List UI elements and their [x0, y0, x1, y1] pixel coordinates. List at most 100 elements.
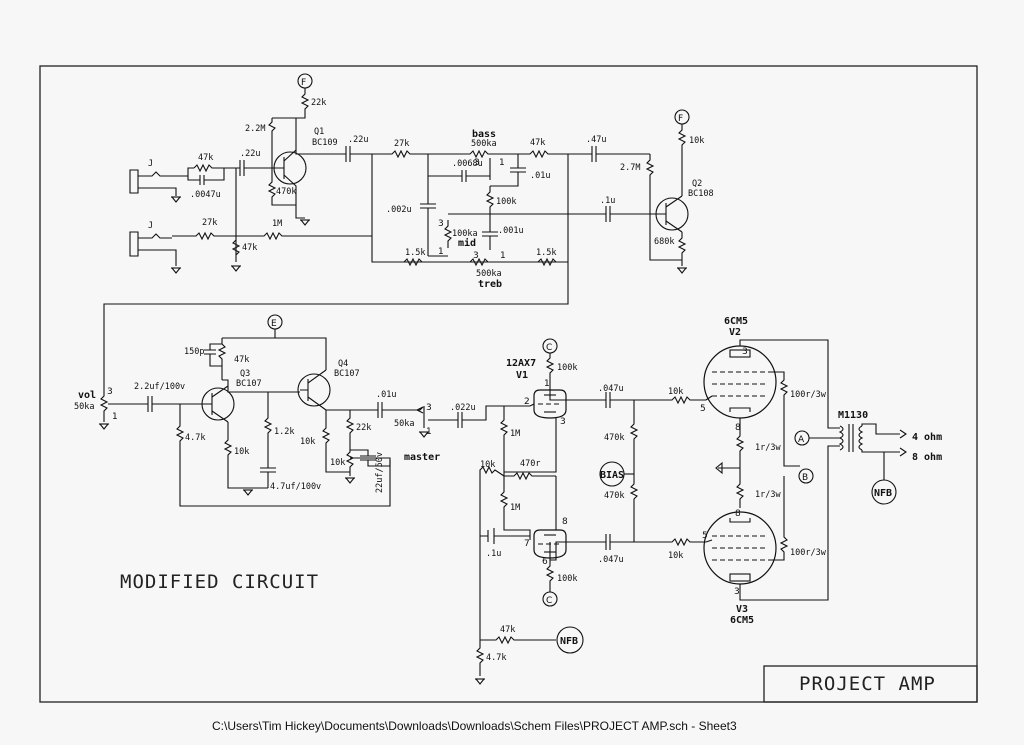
label-c-22u-out: .22u	[348, 135, 368, 145]
transistor-q4[interactable]	[297, 369, 331, 411]
label-c-22uf: 22uf/50v	[375, 452, 385, 493]
vol-pot-value: 50ka	[74, 402, 94, 412]
bass-pin-3: 3	[474, 158, 480, 168]
label-c-22u-in: .22u	[240, 149, 260, 159]
net-node-nfb-out	[871, 479, 897, 505]
ot-name: M1130	[838, 410, 868, 421]
label-r-4-7k-nfb: 4.7k	[486, 653, 506, 663]
title-block-text: PROJECT AMP	[799, 673, 936, 695]
net-bias: BIAS	[600, 470, 624, 481]
mid-pot-value: 100ka	[452, 229, 478, 239]
v3-pin-3: 3	[734, 587, 740, 597]
v1-type: 12AX7	[506, 358, 536, 369]
output-8-ohm: 8 ohm	[912, 452, 942, 463]
v2-pin-8: 8	[735, 423, 741, 433]
net-nfb-in: NFB	[560, 636, 578, 647]
vol-pin-1: 1	[112, 412, 118, 422]
label-r-470k-a: 470k	[604, 433, 624, 443]
label-r-47k-in: 47k	[198, 153, 213, 163]
q1-type: BC109	[312, 138, 338, 148]
label-r-47k-q3: 47k	[234, 355, 249, 365]
label-r-2-2m: 2.2M	[245, 124, 265, 134]
q1-name: Q1	[314, 127, 324, 137]
v1-name: V1	[516, 370, 528, 381]
v1-section: C 100k 12AX7 V1 1 2 3 .047u 1M 10k 470r …	[479, 338, 668, 640]
output-4-ohm: 4 ohm	[912, 432, 942, 443]
label-c-150p: 150p	[184, 347, 204, 357]
tube-v1a[interactable]	[533, 389, 567, 419]
input-jack-1[interactable]	[129, 169, 182, 203]
q3-name: Q3	[240, 369, 250, 379]
v2-name: V2	[729, 327, 741, 338]
mid-pin-1: 1	[438, 247, 444, 257]
label-c-0068u: .0068u	[452, 159, 483, 169]
transistor-q2[interactable]	[655, 195, 689, 233]
label-r-100r-b: 100r/3w	[790, 548, 827, 558]
label-r-100r-a: 100r/3w	[790, 390, 827, 400]
q4-name: Q4	[338, 359, 348, 369]
v3-type: 6CM5	[730, 615, 754, 626]
label-c-001u: .001u	[498, 226, 524, 236]
label-r-27k-top: 27k	[394, 139, 409, 149]
net-node-nfb-in	[556, 626, 584, 654]
label-r-22k-q4: 22k	[356, 423, 371, 433]
label-c-4-7uf: 4.7uf/100v	[270, 482, 321, 492]
label-r-10k-g1: 10k	[668, 387, 683, 397]
bass-pot-value: 500ka	[471, 139, 497, 149]
label-r-100k-v1b: 100k	[557, 574, 577, 584]
transistor-q3[interactable]	[201, 385, 235, 423]
label-r-470k-b: 470k	[604, 491, 624, 501]
label-r-470k-q1: 470k	[276, 187, 296, 197]
label-r-1r-a: 1r/3w	[755, 443, 781, 453]
master-pot-name: master	[404, 452, 440, 463]
label-r-47k-gnd: 47k	[242, 243, 257, 253]
footer-path: C:\Users\Tim Hickey\Documents\Downloads\…	[212, 719, 737, 733]
label-r-10k-g2: 10k	[668, 551, 683, 561]
tube-v2[interactable]	[703, 345, 777, 419]
label-c-2-2uf: 2.2uf/100v	[134, 382, 185, 392]
net-b: B	[802, 473, 808, 483]
v1b-pin-6: 6	[542, 557, 548, 567]
label-c-022u: .022u	[450, 403, 476, 413]
label-r-47k-tone: 47k	[530, 138, 545, 148]
label-r-1r-b: 1r/3w	[755, 490, 781, 500]
vol-pin-3: 3	[107, 387, 113, 397]
master-pot-value: 50ka	[394, 419, 414, 429]
net-f-q2: F	[678, 114, 683, 124]
sheet-border	[39, 65, 978, 703]
v3-pin-5: 5	[702, 531, 708, 541]
q2-type: BC108	[688, 189, 714, 199]
label-r-10k-q4e: 10k	[330, 458, 345, 468]
label-r-27k-j2: 27k	[202, 218, 217, 228]
label-c-01u-bass: .01u	[530, 171, 550, 181]
label-r-1-2k: 1.2k	[274, 427, 294, 437]
net-c-bottom: C	[546, 596, 552, 606]
v1a-pin-1: 1	[544, 379, 550, 389]
title-block-frame	[763, 665, 978, 703]
label-c-0047u: .0047u	[190, 190, 221, 200]
v2-pin-5: 5	[700, 404, 706, 414]
v1b-pin-7: 7	[524, 539, 530, 549]
v3-name: V3	[736, 604, 748, 615]
label-r-10k-q2: 10k	[689, 136, 704, 146]
v1a-pin-2: 2	[524, 397, 530, 407]
circuit-label: MODIFIED CIRCUIT	[120, 571, 319, 593]
treb-pot-value: 500ka	[476, 269, 502, 279]
master-pin-3: 3	[426, 403, 432, 413]
mid-pin-3: 3	[438, 219, 444, 229]
label-c-1u-pi: .1u	[486, 549, 501, 559]
v2-pin-3: 3	[742, 347, 748, 357]
input-jack-2[interactable]	[129, 231, 182, 274]
net-f-top: F	[301, 78, 306, 88]
ground-triangle	[715, 461, 723, 475]
label-r-100k-tone: 100k	[496, 197, 516, 207]
treb-pin-1: 1	[500, 251, 506, 261]
tube-v3[interactable]	[703, 511, 777, 585]
output-transformer[interactable]	[838, 424, 864, 452]
label-r-4-7k-in: 4.7k	[185, 433, 205, 443]
q2-name: Q2	[692, 179, 702, 189]
nfb-network: 4.7k 47k NFB	[474, 625, 584, 685]
v1a-pin-3: 3	[560, 417, 566, 427]
label-r-1m-b: 1M	[510, 503, 520, 513]
